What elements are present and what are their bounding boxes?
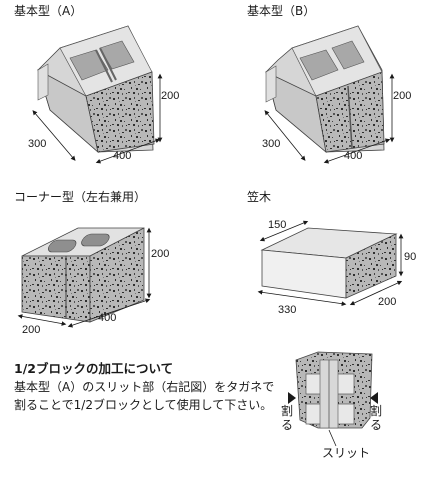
corner-height: 200 <box>151 248 169 260</box>
kasagi-top-depth: 150 <box>268 219 286 231</box>
kasagi-height: 90 <box>404 251 416 263</box>
corner-block <box>21 227 145 323</box>
basic-a-height: 200 <box>161 90 179 102</box>
basic-a-width: 400 <box>113 150 131 162</box>
slit-label: スリット <box>322 446 371 460</box>
split-right-char-2: る <box>370 418 383 432</box>
corner-depth: 200 <box>22 324 40 336</box>
basic-a-depth: 300 <box>28 138 46 150</box>
split-left-char-1: 割 <box>281 404 294 418</box>
basic-b-block <box>265 25 385 154</box>
split-right-char-1: 割 <box>370 404 383 418</box>
corner-width: 400 <box>98 312 116 324</box>
kasagi-width: 200 <box>378 296 396 308</box>
basic-b-label: 基本型（B） <box>247 4 316 18</box>
basic-b-depth: 300 <box>262 138 280 150</box>
kasagi-block <box>260 227 398 299</box>
basic-b-width: 400 <box>344 150 362 162</box>
corner-label: コーナー型（左右兼用） <box>14 190 147 204</box>
note-line-1: 基本型（A）のスリット部（右記図）をタガネで <box>14 380 275 394</box>
note-line-2: 割ることで1/2ブロックとして使用して下さい。 <box>14 398 273 412</box>
basic-a-label: 基本型（A） <box>14 4 83 18</box>
kasagi-length: 330 <box>278 304 296 316</box>
kasagi-label: 笠木 <box>247 190 272 204</box>
basic-a-block <box>37 25 155 154</box>
split-left-char-2: る <box>281 418 294 432</box>
slit-detail-figure <box>288 351 378 447</box>
note-title: 1/2ブロックの加工について <box>14 361 174 376</box>
basic-b-height: 200 <box>393 90 411 102</box>
